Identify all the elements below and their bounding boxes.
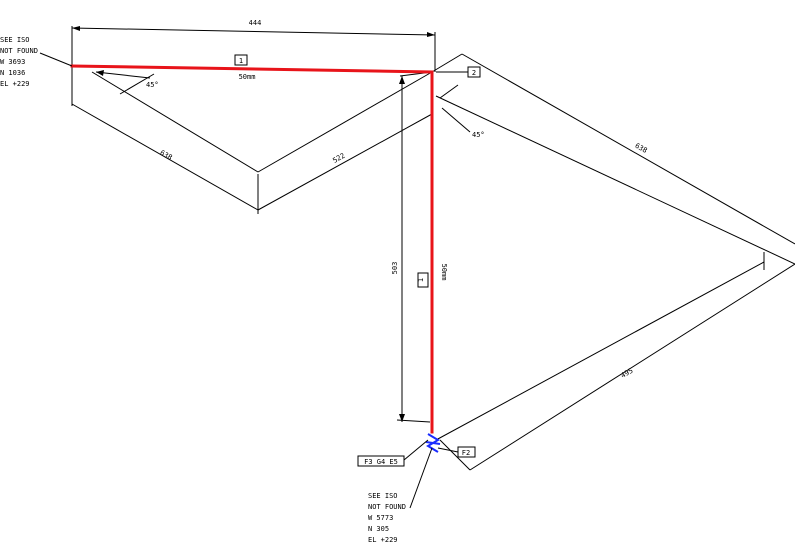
dim-vertical: 503 <box>391 71 433 423</box>
callout-bottom: SEE ISO NOT FOUND W 5773 N 305 EL +229 <box>368 447 433 544</box>
angle-top-right: 45° <box>439 84 485 139</box>
callout-left-line-4: N 1036 <box>0 69 25 77</box>
callout-left-line-1: SEE ISO <box>0 36 30 44</box>
fitting-tag-box[interactable] <box>357 455 405 467</box>
node-tag-bottom: F2 <box>462 449 470 457</box>
callout-bottom-line-5: EL +229 <box>368 536 398 544</box>
dim-left-box: 638 522 <box>71 71 433 214</box>
pipe-size-vertical: 50mm <box>440 264 448 281</box>
segment-label-vertical: 1 <box>417 278 425 282</box>
dim-label-top: 444 <box>249 19 262 27</box>
segment-box-vertical <box>417 272 429 288</box>
callout-left-line-5: EL +229 <box>0 80 30 88</box>
callout-left-line-3: W 3693 <box>0 58 25 66</box>
pipe-label-vertical: 1 50mm <box>417 264 448 288</box>
pipe-segment[interactable] <box>70 64 434 434</box>
callout-left: SEE ISO NOT FOUND W 3693 N 1036 EL +229 <box>0 36 73 88</box>
callout-left-line-2: NOT FOUND <box>0 47 38 55</box>
segment-box-horizontal <box>234 54 248 66</box>
segment-label-horizontal: 1 <box>239 57 243 65</box>
fitting-tag[interactable]: F3 G4 E5 <box>357 439 429 467</box>
angle-label-top-right: 45° <box>472 131 485 139</box>
valve-fitting[interactable] <box>425 433 441 453</box>
dim-label-right-lower: 495 <box>620 367 635 380</box>
pipe-label-horizontal: 1 50mm <box>234 54 256 81</box>
node-tag-top-right: 2 <box>472 69 476 77</box>
callout-bottom-line-2: NOT FOUND <box>368 503 406 511</box>
node-top-right[interactable]: 2 <box>436 66 481 78</box>
dim-label-vertical: 503 <box>391 262 399 275</box>
pipe-run[interactable] <box>70 64 434 434</box>
fitting-tag-label: F3 G4 E5 <box>364 458 398 466</box>
node-tag-box[interactable] <box>467 66 481 78</box>
dim-label-left-long: 638 <box>159 149 174 162</box>
angle-top-left: 45° <box>95 70 159 95</box>
callout-bottom-line-4: N 305 <box>368 525 389 533</box>
node-bottom[interactable]: F2 <box>437 446 476 458</box>
node-tag-bottom-box[interactable] <box>457 446 476 458</box>
callout-bottom-line-3: W 5773 <box>368 514 393 522</box>
angle-label-top-left: 45° <box>146 81 159 89</box>
dim-right-diamond: 638 495 <box>431 53 795 471</box>
pipe-size-horizontal: 50mm <box>239 73 256 81</box>
callout-bottom-line-1: SEE ISO <box>368 492 398 500</box>
